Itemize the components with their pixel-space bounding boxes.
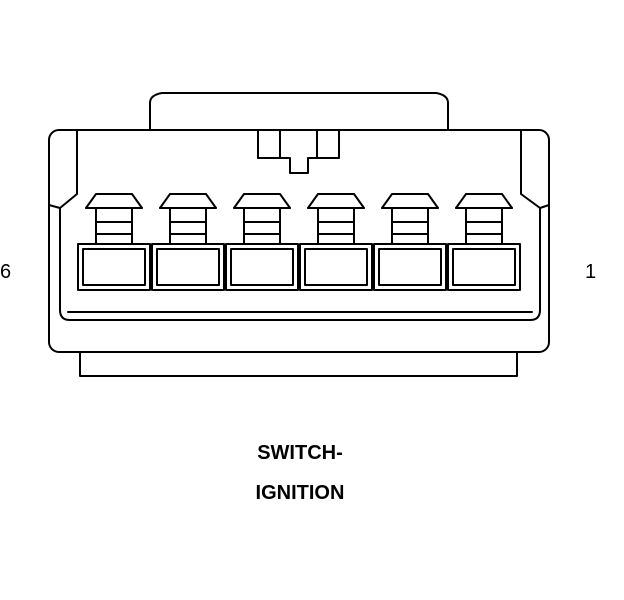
pin-6-terminal	[86, 194, 142, 244]
connector-caption-line2: IGNITION	[255, 482, 345, 504]
pin-cavities	[78, 194, 520, 290]
pin-5-socket-inner	[157, 249, 219, 285]
pin-4-terminal	[234, 194, 290, 244]
pin-2-socket-inner	[379, 249, 441, 285]
pin-3-terminal	[308, 194, 364, 244]
pin-5-terminal	[160, 194, 216, 244]
pin-number-left: 6	[0, 261, 12, 283]
pin-number-right: 1	[585, 261, 597, 283]
connector-top-latch	[150, 93, 448, 130]
pin-6-socket	[78, 244, 150, 290]
connector-shoulder-left	[49, 205, 60, 208]
connector-body	[49, 130, 549, 352]
pin-1-socket-inner	[453, 249, 515, 285]
connector-caption-line1: SWITCH-	[257, 442, 343, 464]
connector-inner-face	[60, 130, 540, 320]
pin-4-socket-inner	[231, 249, 293, 285]
pin-4-socket	[226, 244, 298, 290]
connector-bottom-rail	[80, 352, 517, 376]
pin-2-socket	[374, 244, 446, 290]
pin-6-socket-inner	[83, 249, 145, 285]
connector-lock-tab	[258, 130, 339, 173]
pin-3-socket	[300, 244, 372, 290]
connector-shoulder-right	[540, 205, 549, 208]
pin-1-terminal	[456, 194, 512, 244]
pin-1-socket	[448, 244, 520, 290]
pin-5-socket	[152, 244, 224, 290]
pin-2-terminal	[382, 194, 438, 244]
pin-3-socket-inner	[305, 249, 367, 285]
